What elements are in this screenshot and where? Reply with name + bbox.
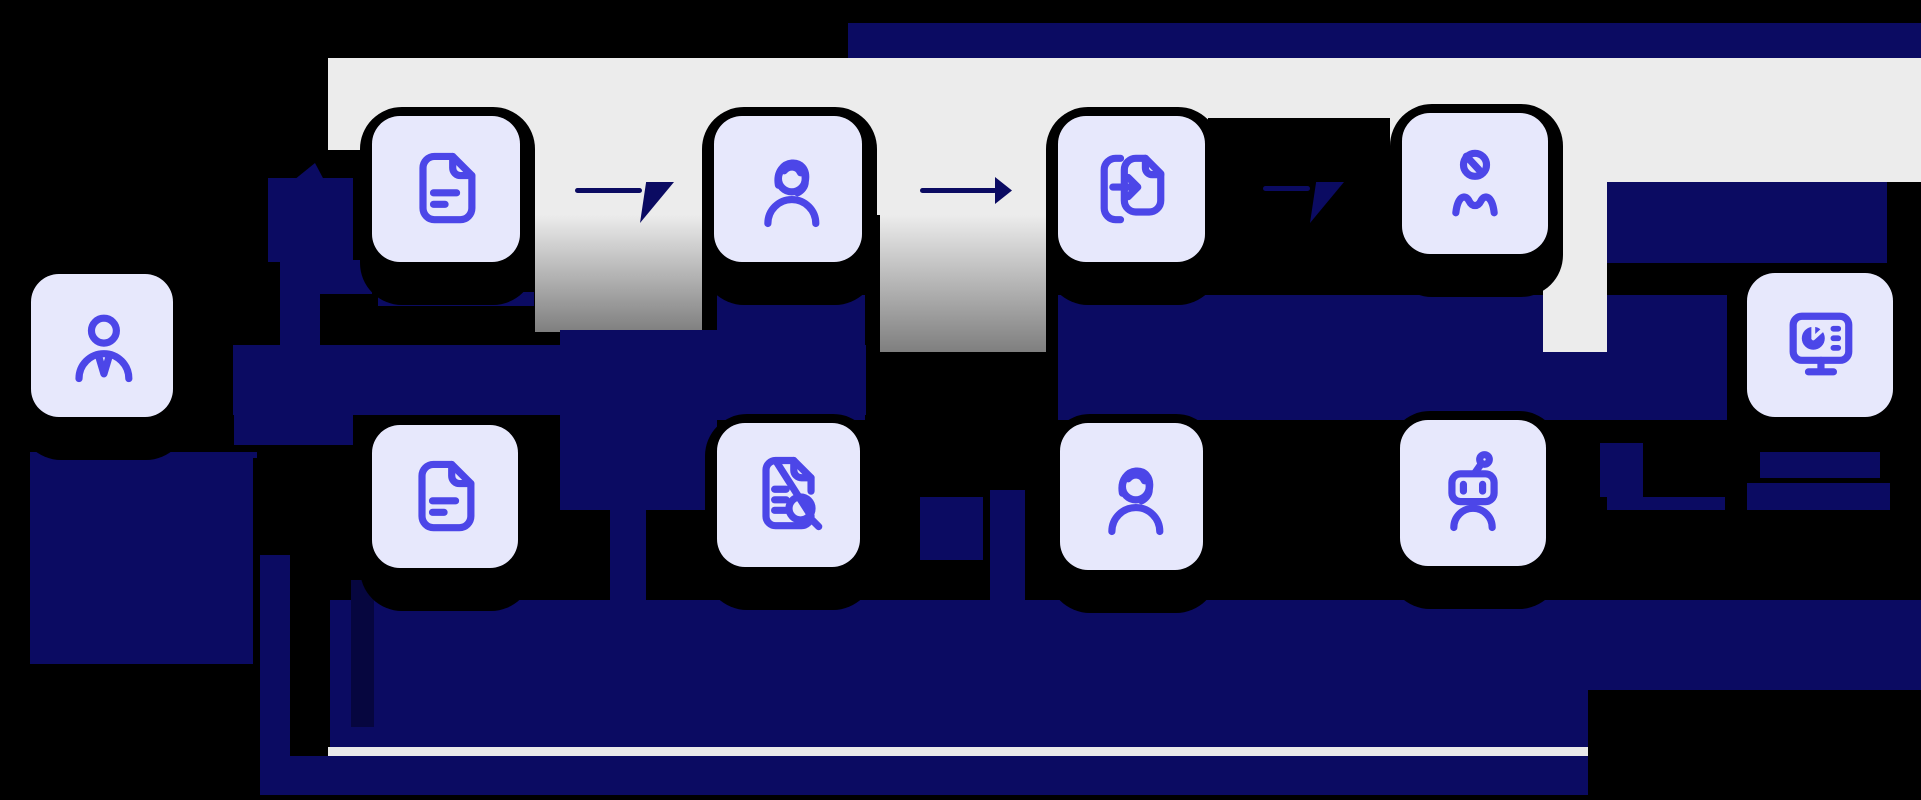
- document-icon: [400, 143, 492, 235]
- arrow-1-line: [575, 188, 642, 193]
- navy-block-block-under-b2: [920, 497, 983, 560]
- card-monitor: [1747, 273, 1893, 417]
- person-hair-icon: [742, 143, 834, 235]
- navy-block-col-under-b1: [610, 497, 646, 602]
- card-user: [31, 274, 173, 417]
- arrow-3-line: [1263, 186, 1310, 191]
- gray-panel-band-right-top: [1607, 118, 1921, 182]
- monitor-chart-icon: [1774, 299, 1866, 391]
- card-document-top: [372, 116, 520, 262]
- navy-block-monitor-label-1: [1760, 452, 1880, 478]
- black-patch-gap-card3-4: [1208, 118, 1390, 295]
- person-hair-icon: [1086, 451, 1178, 543]
- card-robot: [1400, 420, 1546, 566]
- navy-block-connector-col-top: [268, 178, 353, 262]
- card-candidate: [1402, 113, 1548, 254]
- navy-block-big-left-block: [30, 452, 253, 664]
- navy-block-band-mid-right: [1058, 295, 1543, 420]
- card-document-export: [1058, 116, 1205, 262]
- fade-panel-fade-gap-2: [880, 215, 1046, 352]
- navy-block-left-column-bottom: [260, 555, 290, 795]
- navy-block-small-dash: [180, 452, 257, 458]
- navy-block-mass-bottom-right: [1588, 600, 1921, 690]
- navy-block-col-b1-b2: [560, 330, 717, 510]
- dark-block-dark-shadow-strip: [351, 580, 374, 727]
- gray-strip: [328, 747, 1588, 756]
- card-document-bottom: [372, 425, 518, 568]
- navy-block-mass-bottom: [330, 600, 1588, 747]
- document-icon: [399, 451, 491, 543]
- robot-icon: [1427, 447, 1519, 539]
- navy-block-connector-bar: [280, 260, 372, 294]
- black-patch-left-gap: [290, 560, 330, 747]
- title-bar-block: [848, 23, 1921, 58]
- fade-panel-fade-gap-1: [535, 215, 702, 332]
- navy-block-band-mid-right3: [1543, 352, 1607, 420]
- person-tie-icon: [56, 300, 148, 392]
- navy-block-connector-neck: [280, 292, 320, 347]
- navy-block-thin-left-monitor: [1607, 497, 1725, 510]
- arrow-2-line: [920, 188, 997, 193]
- navy-block-monitor-label-2: [1747, 483, 1890, 510]
- card-document-search: [717, 423, 860, 567]
- black-patch-right-gap: [1600, 510, 1921, 600]
- navy-block-col-under-b2: [990, 490, 1025, 620]
- document-export-icon: [1086, 143, 1178, 235]
- person-wave-icon: [1429, 138, 1521, 230]
- navy-block-band-under-strip: [262, 756, 1588, 795]
- connector-tip: [294, 163, 324, 180]
- document-search-icon: [743, 449, 835, 541]
- card-interviewer: [714, 116, 862, 262]
- navy-block-block-above-monitor: [1607, 182, 1887, 263]
- navy-block-step-left-monitor: [1600, 443, 1643, 497]
- navy-block-block-under-card2: [717, 295, 865, 420]
- card-person-bottom: [1060, 423, 1203, 570]
- navy-block-band-mid-right2: [1607, 295, 1727, 420]
